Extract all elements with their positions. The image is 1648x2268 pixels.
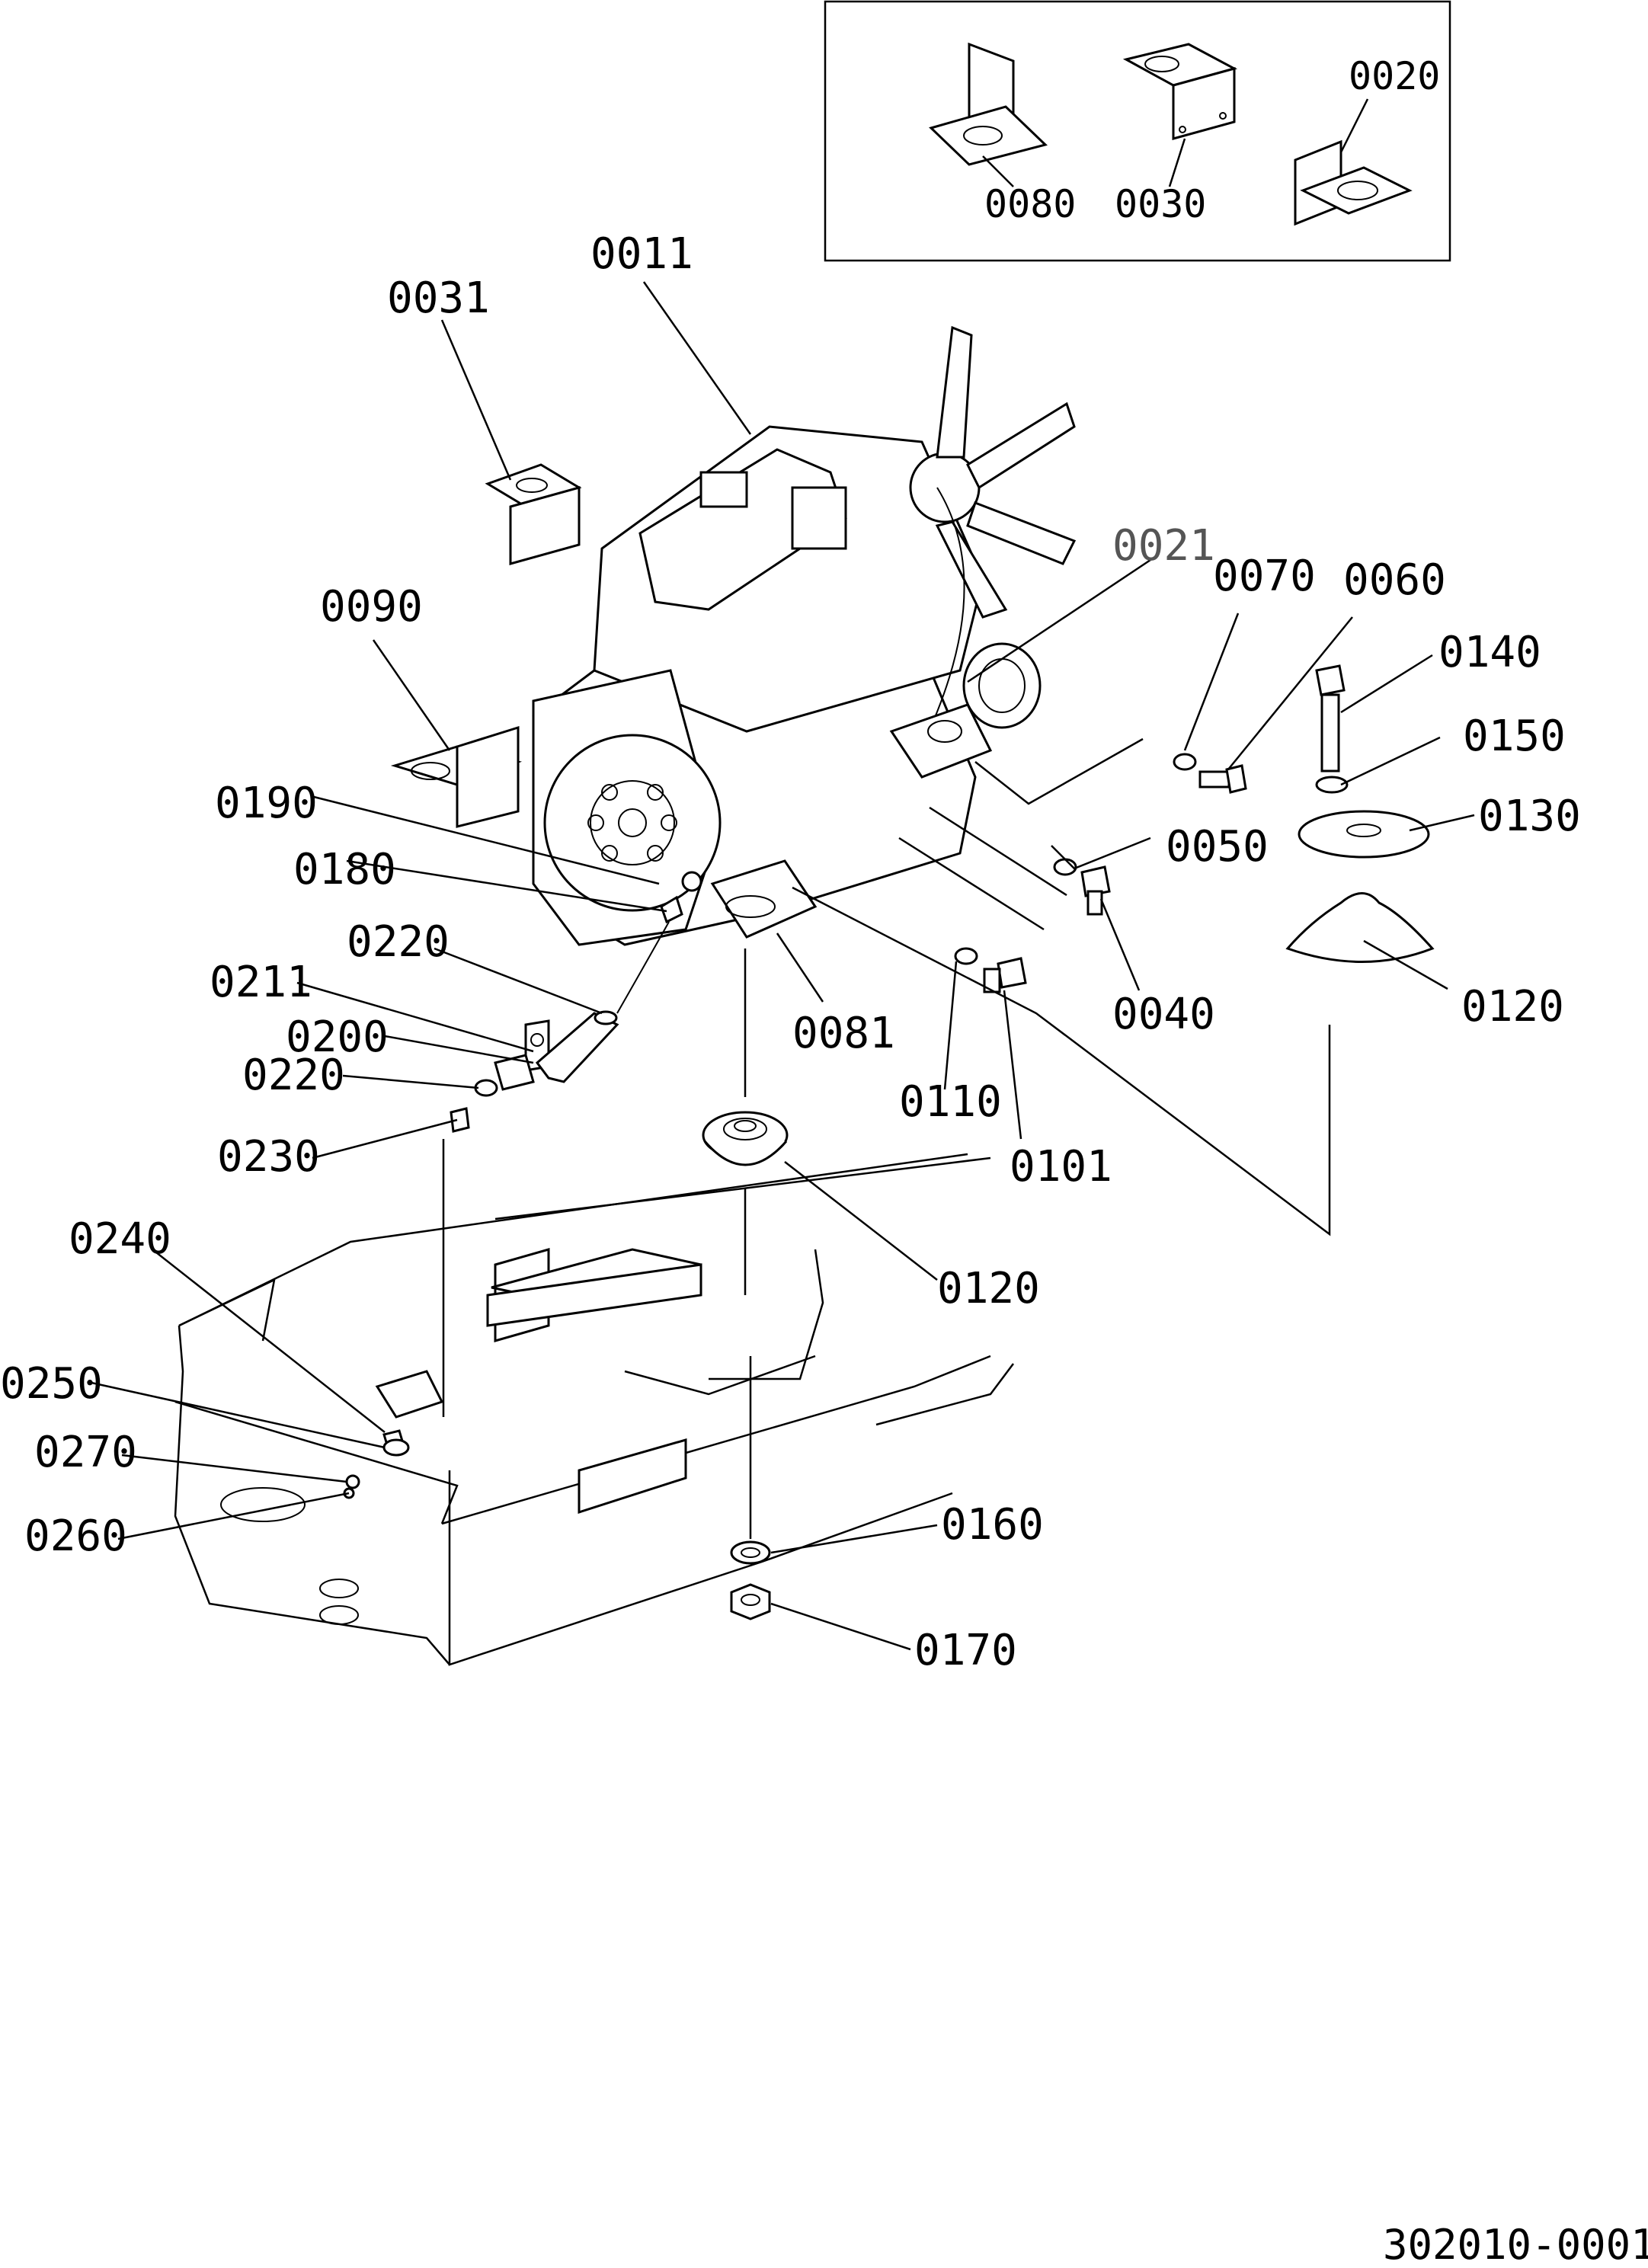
label-0020: 0020 [1349, 54, 1440, 98]
label-0220-bottom: 0220 [242, 1051, 345, 1100]
inset-part-labels: 0080 0030 0020 [984, 54, 1440, 226]
center-cushion-drawing [702, 1111, 789, 1166]
label-0150: 0150 [1463, 712, 1566, 761]
label-0130: 0130 [1478, 792, 1581, 841]
label-0180: 0180 [293, 845, 396, 894]
label-0211: 0211 [210, 958, 312, 1007]
drawing-number: 302010-00010 [1383, 2221, 1648, 2268]
fan-drawing [909, 325, 1077, 619]
label-0190: 0190 [215, 779, 318, 828]
label-0021: 0021 [1112, 521, 1215, 571]
label-0240: 0240 [69, 1214, 171, 1264]
label-0200: 0200 [286, 1012, 389, 1062]
bracket-0020-drawing [1294, 139, 1413, 226]
label-0070: 0070 [1213, 552, 1316, 601]
label-0220-top: 0220 [347, 917, 450, 967]
frame-drawing [174, 1153, 1014, 1666]
bracket-0031-drawing [485, 463, 582, 565]
label-0120-center: 0120 [937, 1264, 1040, 1313]
label-0011: 0011 [590, 229, 693, 279]
bracket-0080-drawing [929, 42, 1048, 166]
label-0050: 0050 [1166, 822, 1269, 872]
label-0101: 0101 [1010, 1142, 1112, 1192]
label-0160: 0160 [941, 1500, 1044, 1550]
label-0030: 0030 [1115, 182, 1206, 226]
right-mount-parts [954, 664, 1435, 993]
label-0060: 0060 [1343, 555, 1446, 605]
label-0040: 0040 [1112, 990, 1215, 1039]
label-0090: 0090 [320, 582, 423, 632]
label-0081: 0081 [792, 1009, 895, 1058]
label-0250: 0250 [0, 1359, 103, 1409]
label-0170: 0170 [914, 1626, 1017, 1675]
label-0270: 0270 [34, 1428, 137, 1477]
leader-lines [91, 281, 1475, 1651]
engine-drawing [532, 325, 1077, 946]
bracket-0030-drawing [1122, 43, 1238, 140]
label-0031: 0031 [387, 274, 490, 323]
inset-box [824, 0, 1451, 262]
label-0260: 0260 [24, 1511, 127, 1561]
part-labels: 0011 0031 0090 0021 0070 0060 0140 0150 … [0, 229, 1581, 1675]
drain-parts [450, 871, 702, 1133]
label-0120-right: 0120 [1461, 982, 1564, 1032]
bracket-0090-drawing [390, 725, 523, 828]
label-0140: 0140 [1438, 628, 1541, 677]
label-0110: 0110 [899, 1077, 1002, 1127]
label-0230: 0230 [217, 1132, 320, 1182]
label-0080: 0080 [984, 182, 1076, 226]
